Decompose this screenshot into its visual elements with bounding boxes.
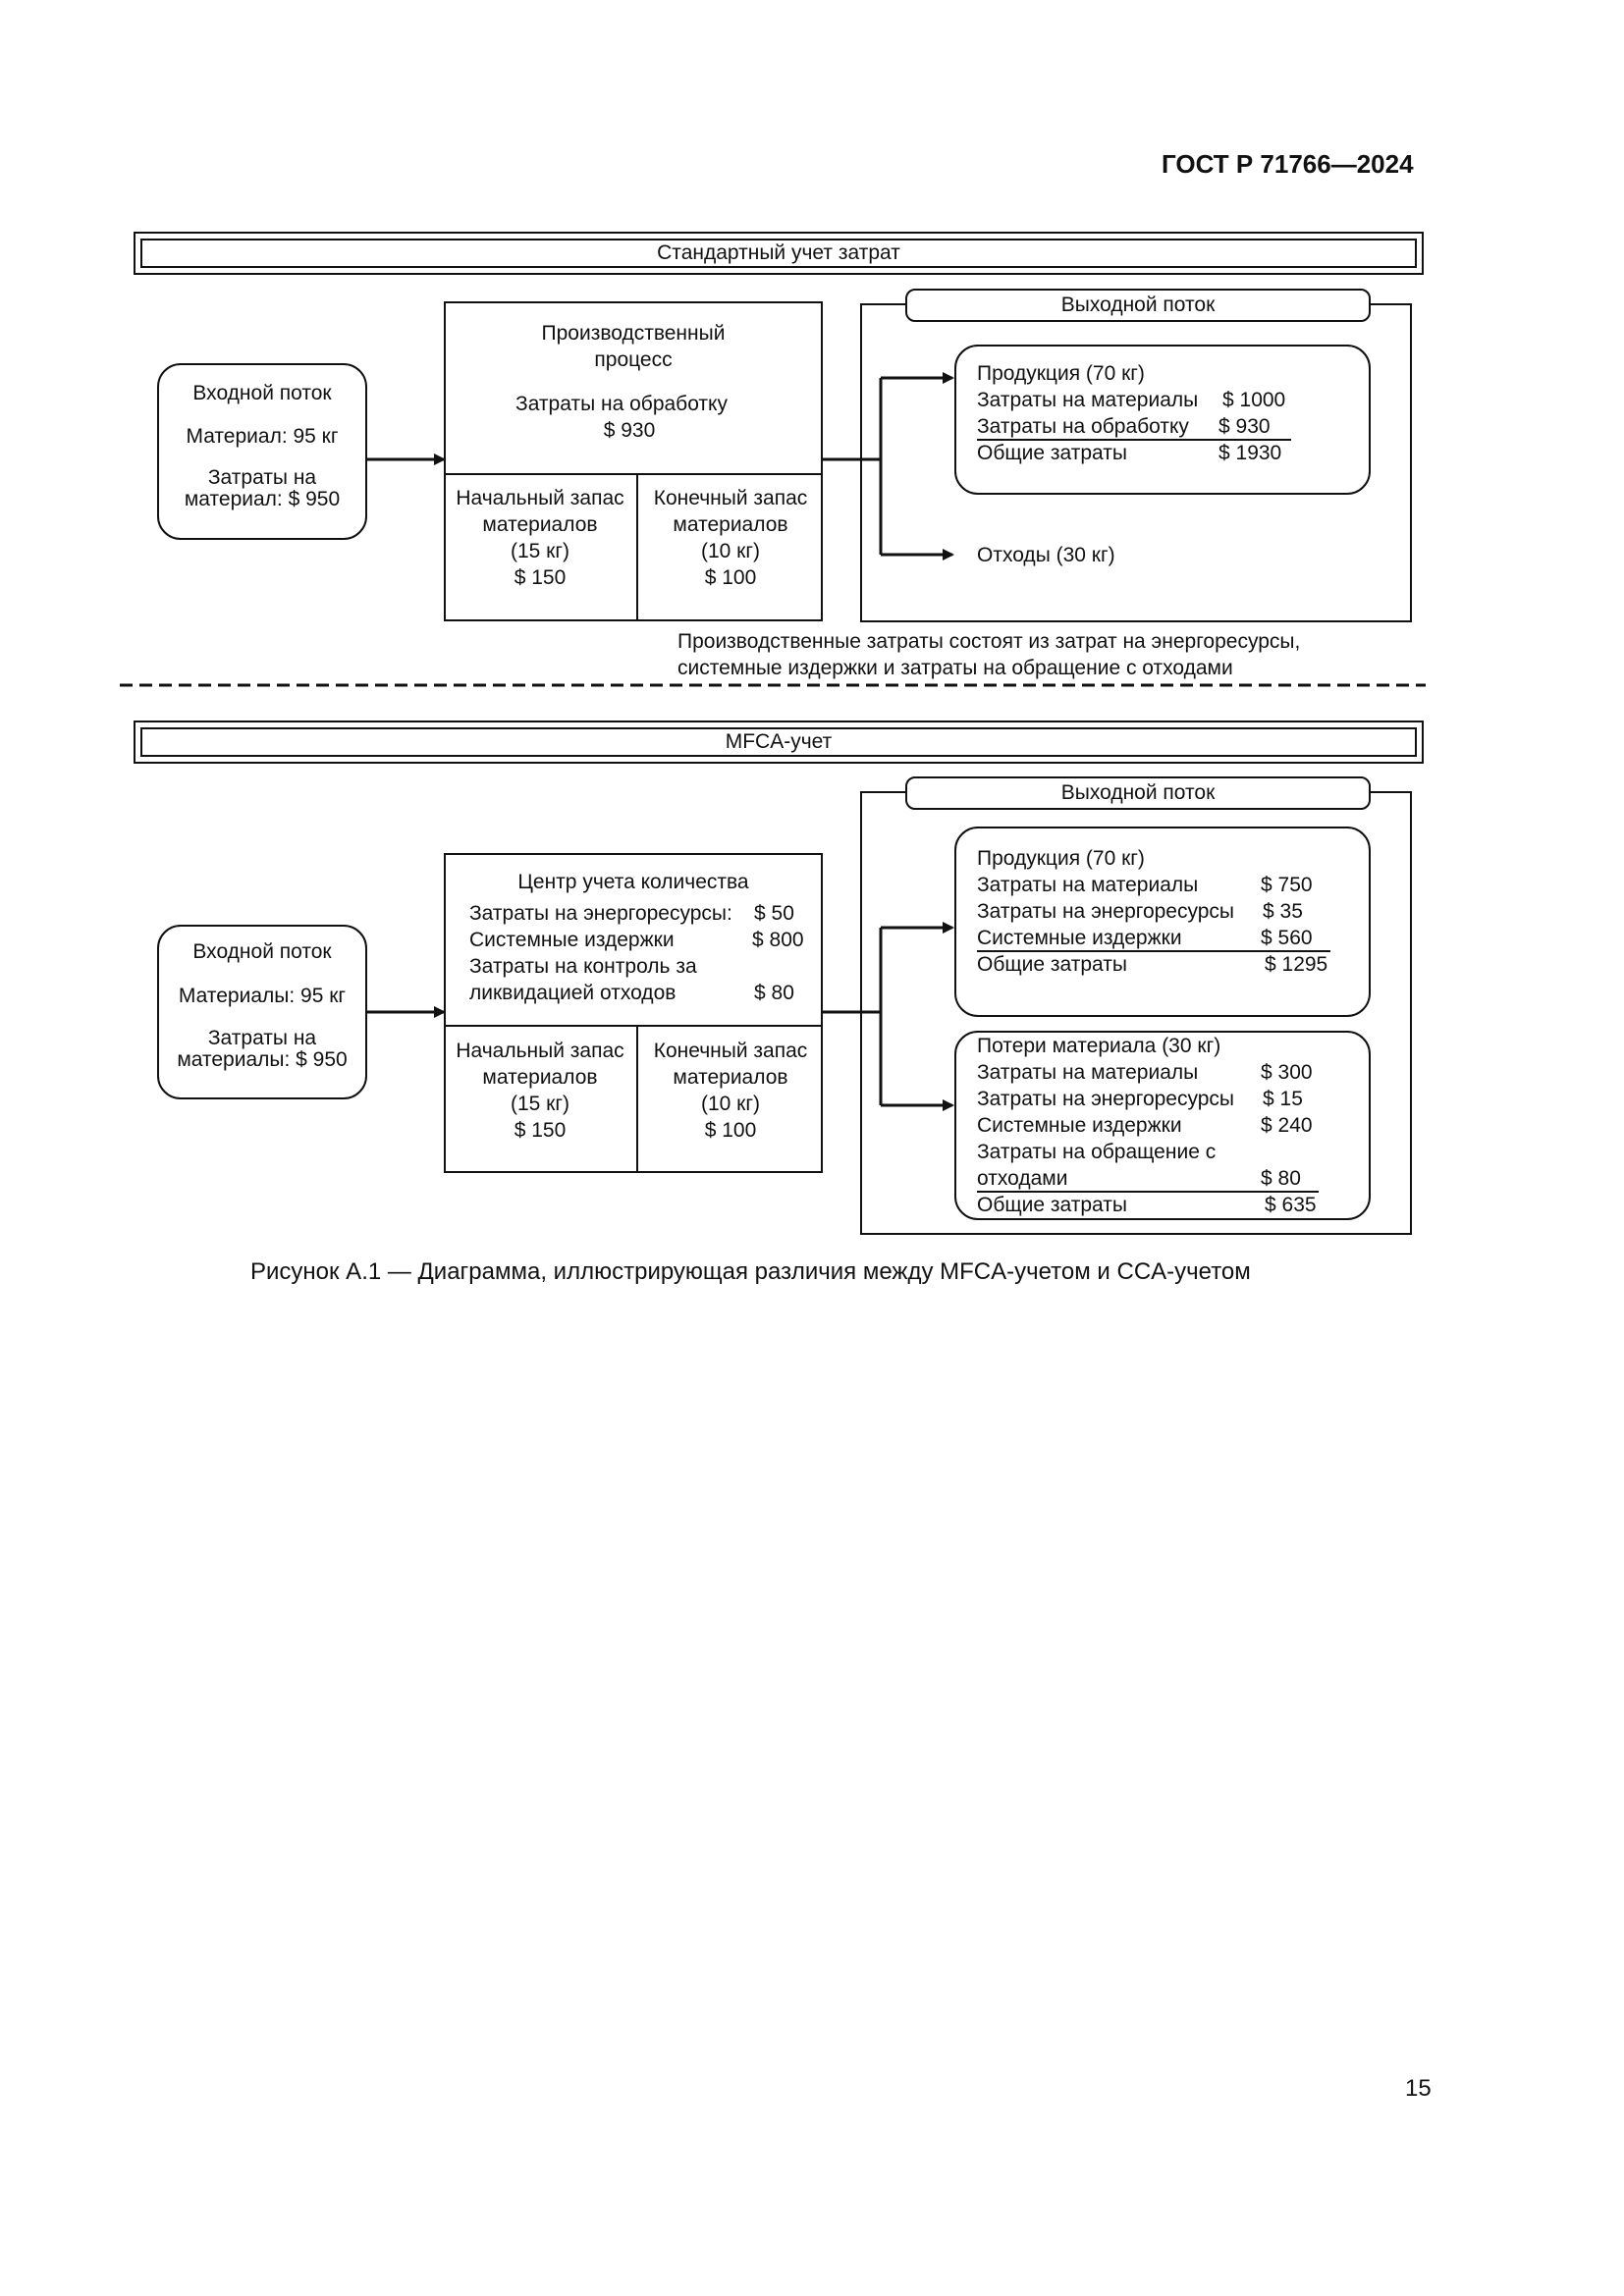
process-cost-value: $ 930	[603, 419, 656, 442]
standard-product-total-label: Общие затраты	[977, 442, 1127, 464]
standard-end-stock-2: материалов	[673, 513, 788, 536]
center-row-value: $ 50	[754, 902, 794, 925]
mfca-end-stock-3: (10 кг)	[700, 1093, 761, 1115]
material-loss-row-value: $ 15	[1263, 1088, 1303, 1110]
standard-product-total-rule	[977, 439, 1291, 441]
standard-start-stock-4: $ 150	[514, 566, 567, 589]
mfca-banner: MFCA-учет	[134, 721, 1424, 764]
material-loss-box	[954, 1031, 1371, 1220]
process-divider-horizontal	[444, 473, 823, 475]
mfca-product-row-value: $ 35	[1263, 900, 1303, 923]
standard-end-stock-1: Конечный запас	[653, 487, 808, 509]
mfca-end-stock-4: $ 100	[704, 1119, 757, 1142]
mfca-product-title: Продукция (70 кг)	[977, 847, 1145, 870]
material-loss-total-label: Общие затраты	[977, 1194, 1127, 1216]
material-loss-row-label: Затраты на обращение с	[977, 1141, 1217, 1163]
standard-start-stock-2: материалов	[482, 513, 598, 536]
process-title-1: Производственный	[541, 322, 726, 345]
mfca-product-row-value: $ 560	[1261, 927, 1313, 949]
mfca-end-stock-2: материалов	[673, 1066, 788, 1089]
center-row-label: Затраты на контроль за	[469, 955, 697, 978]
standard-output-title-tab	[905, 289, 1371, 322]
material-loss-row-label: отходами	[977, 1167, 1068, 1190]
figure-caption: Рисунок А.1 — Диаграмма, иллюстрирующая …	[250, 1258, 1251, 1285]
mfca-output-title: Выходной поток	[1060, 781, 1216, 804]
center-row-label: Системные издержки	[469, 929, 675, 951]
material-loss-total-rule	[977, 1191, 1319, 1193]
mfca-banner-label: MFCA-учет	[140, 727, 1417, 757]
standard-product-row-value: $ 930	[1218, 415, 1271, 438]
mfca-input-cost-2: материалы: $ 950	[177, 1048, 348, 1071]
document-code: ГОСТ Р 71766—2024	[1162, 149, 1414, 179]
mfca-product-total-rule	[977, 950, 1330, 952]
process-title-2: процесс	[594, 348, 673, 371]
standard-note-1: Производственные затраты состоят из затр…	[677, 630, 1301, 653]
mfca-product-row-label: Системные издержки	[977, 927, 1182, 949]
center-divider-vertical	[636, 1025, 638, 1173]
standard-input-material: Материал: 95 кг	[186, 425, 339, 448]
center-row-value: $ 800	[752, 929, 804, 951]
standard-product-row-label: Затраты на материалы	[977, 389, 1199, 411]
standard-product-row-value: $ 1000	[1222, 389, 1286, 411]
mfca-product-box	[954, 827, 1371, 1017]
center-row-label: ликвидацией отходов	[469, 982, 677, 1004]
standard-output-title: Выходной поток	[1060, 294, 1216, 316]
material-loss-row-label: Системные издержки	[977, 1114, 1182, 1137]
production-process-box	[444, 301, 823, 621]
standard-banner-label: Стандартный учет затрат	[140, 239, 1417, 268]
mfca-output-title-tab	[905, 776, 1371, 810]
standard-product-total-value: $ 1930	[1218, 442, 1282, 464]
standard-product-title: Продукция (70 кг)	[977, 362, 1145, 385]
mfca-input-material: Материалы: 95 кг	[178, 985, 347, 1007]
standard-start-stock-1: Начальный запас	[456, 487, 624, 509]
center-title: Центр учета количества	[517, 871, 749, 893]
process-divider-vertical	[636, 473, 638, 621]
process-cost-label: Затраты на обработку	[515, 393, 728, 415]
standard-start-stock-3: (15 кг)	[510, 540, 570, 562]
center-row-value: $ 80	[754, 982, 794, 1004]
material-loss-title: Потери материала (30 кг)	[977, 1035, 1221, 1057]
mfca-start-stock-3: (15 кг)	[510, 1093, 570, 1115]
center-divider-horizontal	[444, 1025, 823, 1027]
standard-end-stock-4: $ 100	[704, 566, 757, 589]
mfca-start-stock-4: $ 150	[514, 1119, 567, 1142]
page-number: 15	[1405, 2075, 1432, 2102]
material-loss-row-value: $ 300	[1261, 1061, 1313, 1084]
material-loss-total-value: $ 635	[1265, 1194, 1317, 1216]
standard-end-stock-3: (10 кг)	[700, 540, 761, 562]
quantity-center-box	[444, 853, 823, 1173]
mfca-end-stock-1: Конечный запас	[653, 1040, 808, 1062]
mfca-input-cost-1: Затраты на	[207, 1027, 317, 1049]
material-loss-row-value: $ 80	[1261, 1167, 1301, 1190]
standard-input-cost-2: материал: $ 950	[184, 488, 341, 510]
mfca-product-row-label: Затраты на материалы	[977, 874, 1199, 896]
standard-input-title: Входной поток	[192, 382, 332, 404]
mfca-input-flow-box	[157, 925, 367, 1099]
standard-input-cost-1: Затраты на	[207, 466, 317, 489]
mfca-product-row-label: Затраты на энергоресурсы	[977, 900, 1235, 923]
standard-note-2: системные издержки и затраты на обращени…	[677, 657, 1233, 679]
standard-product-row-label: Затраты на обработку	[977, 415, 1189, 438]
standard-input-flow-box	[157, 363, 367, 540]
center-row-label: Затраты на энергоресурсы:	[469, 902, 732, 925]
mfca-product-row-value: $ 750	[1261, 874, 1313, 896]
material-loss-row-value: $ 240	[1261, 1114, 1313, 1137]
mfca-start-stock-2: материалов	[482, 1066, 598, 1089]
mfca-product-total-label: Общие затраты	[977, 953, 1127, 976]
standard-banner: Стандартный учет затрат	[134, 232, 1424, 275]
material-loss-row-label: Затраты на материалы	[977, 1061, 1199, 1084]
standard-product-box	[954, 345, 1371, 495]
mfca-product-total-value: $ 1295	[1265, 953, 1328, 976]
material-loss-row-label: Затраты на энергоресурсы	[977, 1088, 1235, 1110]
mfca-input-title: Входной поток	[192, 940, 332, 963]
standard-waste-label: Отходы (30 кг)	[977, 544, 1115, 566]
mfca-start-stock-1: Начальный запас	[456, 1040, 624, 1062]
